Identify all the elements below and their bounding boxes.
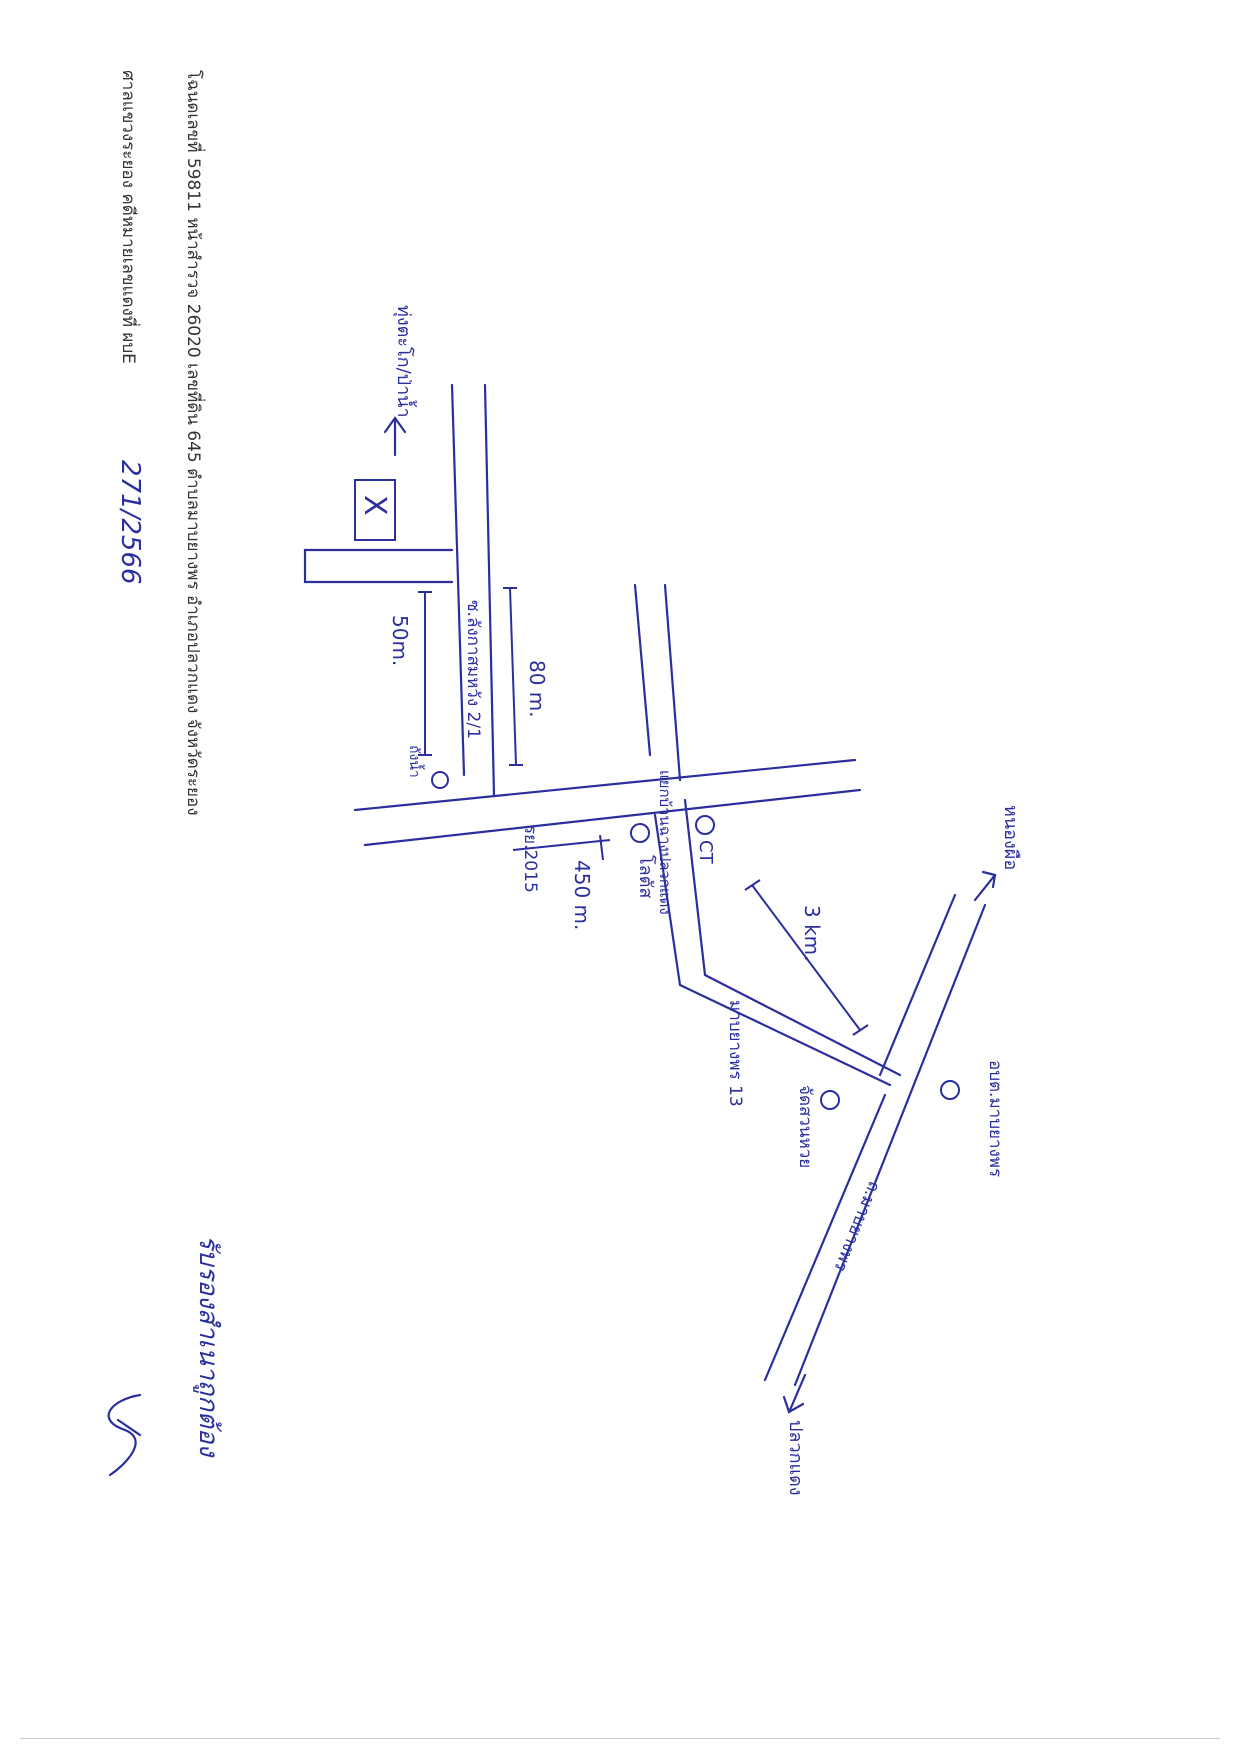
distance-450m-bar bbox=[512, 834, 611, 861]
ry-2015-road bbox=[353, 758, 862, 847]
certify-label: รับรองสำเนาถูกต้อง bbox=[193, 1235, 223, 1458]
arrow-to-thung-prong bbox=[383, 416, 407, 457]
main-road-label: ถ.มาบยางพร bbox=[830, 1178, 884, 1274]
ct-marker bbox=[695, 815, 715, 835]
target-mark: X bbox=[357, 495, 392, 516]
main-road bbox=[763, 893, 987, 1387]
junction-road bbox=[633, 583, 902, 1087]
distance-3km-bar bbox=[744, 879, 869, 1036]
water-tank-marker bbox=[431, 771, 449, 789]
signature bbox=[107, 1393, 142, 1477]
arrow-to-nong-plub bbox=[973, 870, 997, 902]
junction-label: แยกบ้านฉางปลวกแดง bbox=[656, 770, 674, 915]
page-bottom-rule bbox=[20, 1738, 1220, 1739]
soi-road bbox=[450, 383, 496, 797]
distance-80m-bar bbox=[503, 587, 523, 766]
distance-50m: 50m. bbox=[388, 615, 412, 666]
distance-3km: 3 km. bbox=[800, 905, 824, 962]
dest-nong-plub: หนองผือ bbox=[1000, 805, 1021, 870]
case-number: 271/2566 bbox=[115, 460, 145, 585]
header-court-line: ศาลแขวงระยอง คดีหมายเลขแดงที่ ผบE bbox=[118, 70, 141, 364]
landmark-chaeng: จัดสวนหวย bbox=[795, 1085, 815, 1168]
landmark-ct: CT bbox=[695, 840, 716, 865]
ry-road-label: รย.2015 bbox=[520, 825, 540, 893]
mabyangporn-label: มาบยางพร 13 bbox=[725, 1000, 745, 1107]
distance-80m: 80 m. bbox=[525, 660, 549, 718]
dest-thung-prong: ทุ่งตะโก/ป่าน้ำ bbox=[393, 305, 417, 418]
chaeng-marker bbox=[820, 1090, 840, 1110]
arrow-to-pluak-daeng bbox=[782, 1373, 807, 1414]
landmark-lotus: โลตัส bbox=[635, 855, 657, 898]
header-title-line: โฉนดเลขที่ 59811 หน้าสำรวจ 26020 เลขที่ด… bbox=[183, 70, 206, 816]
sin-rong-marker bbox=[940, 1080, 960, 1100]
target-building bbox=[303, 479, 454, 584]
landmark-water-tank: ถังน้ำ bbox=[406, 745, 425, 778]
dest-pluak-daeng: ปลวกแดง bbox=[785, 1420, 806, 1496]
soi-road-label: ซ.ลังกาสมหวัง 2/1 bbox=[463, 600, 483, 739]
landmark-sin-rong: อบต.มาบยางพร bbox=[985, 1060, 1005, 1177]
distance-450m: 450 m. bbox=[570, 860, 594, 930]
distance-50m-bar bbox=[418, 591, 432, 756]
lotus-marker bbox=[630, 823, 650, 843]
